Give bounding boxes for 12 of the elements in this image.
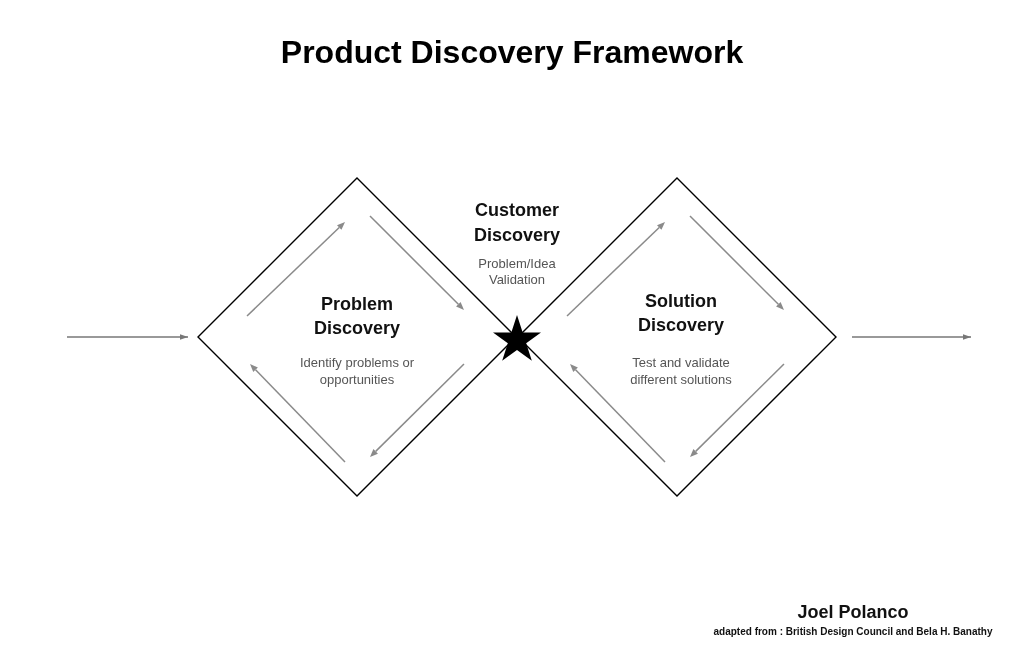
node-heading: Problem Discovery (313, 293, 400, 340)
author-name: Joel Polanco (797, 601, 909, 623)
node-heading: Solution Discovery (637, 290, 725, 337)
node-description: Identify problems or opportunities (298, 354, 416, 388)
source-note: adapted from : British Design Council and Bela H. Banathy (713, 626, 993, 638)
arrow (66, 334, 189, 340)
star-icon (493, 315, 541, 361)
caption-heading: Customer Discovery (473, 199, 561, 247)
diagram-title: Product Discovery Framework (280, 33, 744, 72)
arrow (851, 334, 972, 340)
node-description: Test and validate different solutions (629, 354, 733, 388)
caption-text: Problem/Idea Validation (477, 256, 557, 288)
